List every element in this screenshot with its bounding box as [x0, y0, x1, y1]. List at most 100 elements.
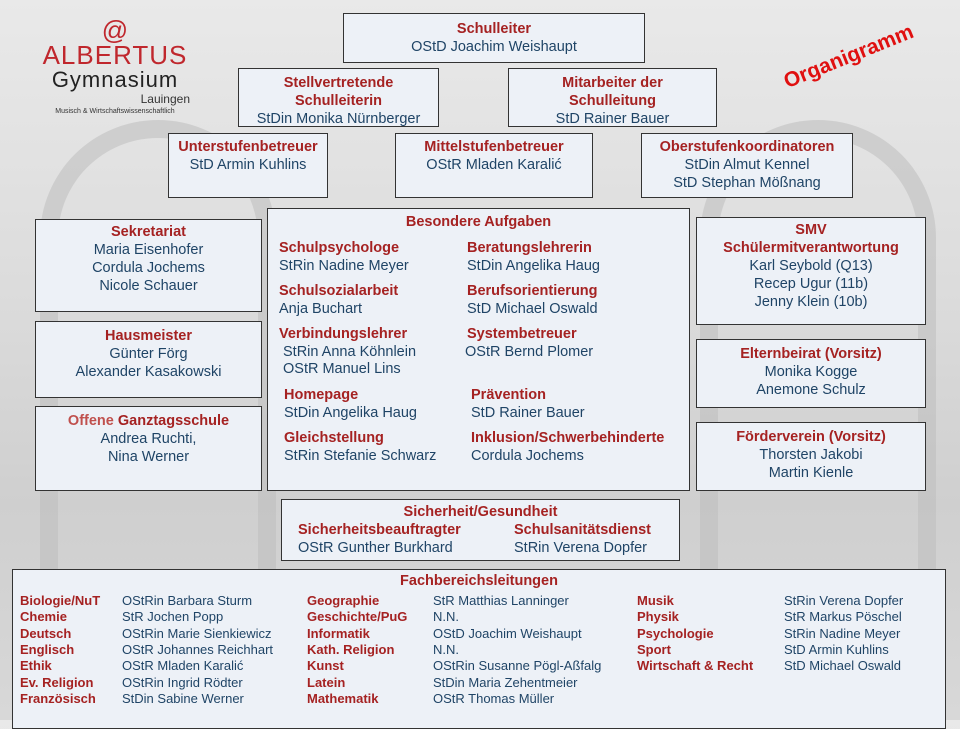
person-name: OStR Thomas Müller: [433, 690, 555, 706]
role-title: Inklusion/Schwerbehinderte: [471, 430, 665, 446]
person-name: Martin Kienle: [768, 465, 854, 481]
box-title: Schülermitverantwortung: [723, 240, 899, 256]
subject-name: Geographie: [307, 593, 380, 608]
person-name: StD Rainer Bauer: [555, 111, 670, 127]
person-name: StR Jochen Popp: [122, 609, 224, 625]
person-name: OStD Joachim Weishaupt: [411, 39, 577, 55]
person-name: OStR Mladen Karalić: [426, 157, 562, 173]
person-name: OStR Gunther Burkhard: [298, 540, 453, 556]
page-title: Organigramm: [780, 20, 917, 93]
subject-name: Ethik: [20, 658, 52, 674]
role-title: Homepage: [284, 387, 359, 403]
logo-type: Gymnasium: [51, 67, 179, 92]
person-name: StRin Verena Dopfer: [784, 593, 904, 608]
subject-name: Mathematik: [307, 690, 379, 706]
box-stellvertreterin: Stellvertretende Schulleiterin StDin Mon…: [238, 68, 439, 127]
role-title: Schulsanitätsdienst: [514, 522, 651, 538]
box-title: Sicherheit/Gesundheit: [403, 504, 558, 520]
person-name: OStR Mladen Karalić: [122, 658, 244, 674]
box-mittelstufe: Mittelstufenbetreuer OStR Mladen Karalić: [395, 133, 593, 198]
person-name: StD Michael Oswald: [467, 301, 598, 317]
box-title: Unterstufenbetreuer: [178, 139, 318, 155]
person-name: StDin Angelika Haug: [467, 258, 600, 274]
person-name: StDin Almut Kennel: [684, 157, 810, 173]
subject-name: Latein: [307, 674, 346, 690]
person-name: StR Matthias Lanninger: [433, 593, 569, 608]
person-name: StD Stephan Mößnang: [673, 175, 821, 191]
box-title: SMV: [795, 222, 827, 238]
person-name: StD Michael Oswald: [784, 658, 902, 674]
subject-name: Deutsch: [20, 625, 72, 641]
subject-name: Musik: [637, 593, 674, 608]
box-elternbeirat: Elternbeirat (Vorsitz) Monika Kogge Anem…: [696, 339, 926, 408]
person-name: OStR Johannes Reichhart: [122, 641, 274, 657]
box-schulleiter: Schulleiter OStD Joachim Weishaupt: [343, 13, 645, 63]
box-oberstufe: Oberstufenkoordinatoren StDin Almut Kenn…: [641, 133, 853, 198]
person-name: OStRin Ingrid Rödter: [122, 674, 243, 690]
box-title: Förderverein (Vorsitz): [736, 429, 886, 445]
person-name: Anja Buchart: [279, 301, 363, 317]
box-title: Offene Ganztagsschule: [36, 412, 261, 430]
box-foerderverein: Förderverein (Vorsitz) Thorsten Jakobi M…: [696, 422, 926, 491]
school-logo: @ ALBERTUS Gymnasium Lauingen Musisch & …: [40, 15, 190, 118]
person-name: Günter Förg: [109, 346, 188, 362]
subject-name: Kunst: [307, 658, 344, 674]
person-name: StDin Angelika Haug: [284, 405, 417, 421]
box-mitarbeiter: Mitarbeiter der Schulleitung StD Rainer …: [508, 68, 717, 127]
person-name: Jenny Klein (10b): [754, 294, 868, 310]
role-title: Berufsorientierung: [467, 283, 598, 299]
subject-name: Englisch: [20, 641, 75, 657]
person-name: StD Armin Kuhlins: [784, 641, 889, 657]
subject-name: Kath. Religion: [307, 641, 395, 657]
box-title: Schulleiterin: [294, 93, 383, 109]
person-name: StD Rainer Bauer: [471, 405, 585, 421]
role-title: Schulpsychologe: [279, 240, 400, 256]
person-name: Alexander Kasakowski: [75, 364, 222, 380]
box-ganztagsschule: Offene Ganztagsschule Andrea Ruchti, Nin…: [35, 406, 262, 491]
subject-name: Geschichte/PuG: [307, 609, 408, 625]
person-name: Cordula Jochems: [92, 260, 205, 276]
box-title: Schulleiter: [456, 21, 532, 37]
role-title: Prävention: [471, 387, 546, 403]
role-title: Beratungslehrerin: [467, 240, 592, 256]
subject-name: Chemie: [20, 609, 67, 625]
person-name: StRin Anna Köhnlein: [283, 344, 417, 360]
person-name: N.N.: [433, 641, 459, 657]
subject-name: Biologie/NuT: [20, 593, 101, 608]
logo-city: Lauingen: [140, 92, 190, 106]
subject-name: Physik: [637, 609, 679, 625]
person-name: StD Armin Kuhlins: [189, 157, 307, 173]
person-name: OStRin Barbara Sturm: [122, 593, 253, 608]
box-unterstufe: Unterstufenbetreuer StD Armin Kuhlins: [168, 133, 328, 198]
person-name: Nicole Schauer: [99, 278, 198, 294]
person-name: OStR Manuel Lins: [283, 361, 401, 377]
title-part: Offene: [67, 413, 114, 429]
box-title: Stellvertretende: [283, 75, 394, 91]
box-title: Oberstufenkoordinatoren: [659, 139, 835, 155]
role-title: Gleichstellung: [284, 430, 384, 446]
role-title: Systembetreuer: [467, 326, 577, 342]
box-hausmeister: Hausmeister Günter Förg Alexander Kasako…: [35, 321, 262, 398]
box-title: Mitarbeiter der: [562, 75, 663, 91]
box-fachbereichsleitungen: Fachbereichsleitungen Biologie/NuT OStRin…: [12, 569, 946, 729]
person-name: N.N.: [433, 609, 459, 625]
person-name: StDin Maria Zehentmeier: [433, 674, 578, 690]
person-name: StRin Nadine Meyer: [784, 625, 901, 641]
title-part: Ganztagsschule: [117, 413, 230, 429]
person-name: Nina Werner: [107, 449, 190, 465]
person-name: StDin Sabine Werner: [122, 690, 244, 706]
box-title: Fachbereichsleitungen: [400, 573, 558, 589]
spiral-logo-icon: @: [101, 15, 129, 45]
box-title: Hausmeister: [104, 328, 193, 344]
subject-name: Ev. Religion: [20, 674, 94, 690]
person-name: StRin Stefanie Schwarz: [284, 448, 437, 464]
box-sekretariat: Sekretariat Maria Eisenhofer Cordula Joc…: [35, 219, 262, 312]
person-name: Anemone Schulz: [756, 382, 866, 398]
logo-tagline: Musisch & Wirtschaftswissenschaftlich: [55, 108, 175, 115]
role-title: Sicherheitsbeauftragter: [298, 522, 461, 538]
subject-name: Sport: [637, 641, 671, 657]
role-title: Verbindungslehrer: [279, 326, 408, 342]
person-name: Andrea Ruchti,: [100, 431, 197, 447]
subject-name: Wirtschaft & Recht: [637, 658, 754, 674]
